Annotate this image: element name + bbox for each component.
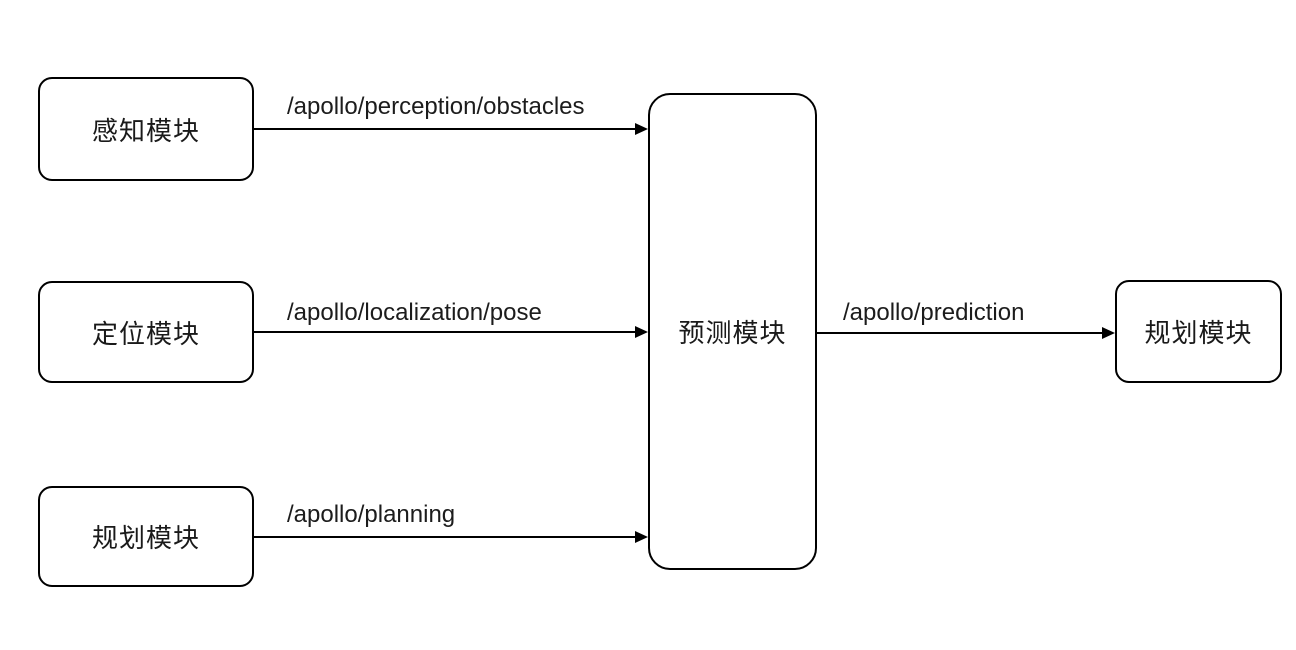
node-perception-label: 感知模块 [91,115,200,146]
edge-prediction-topic-label: /apollo/prediction [843,299,1025,326]
node-prediction-module: 预测模块 [648,93,817,570]
node-perception-module: 感知模块 [38,77,254,181]
edge-perception-to-prediction-line [254,128,637,130]
node-planning-source-module: 规划模块 [38,486,254,587]
node-planning-target-module: 规划模块 [1115,280,1282,383]
edge-localization-to-prediction-line [254,331,637,333]
edge-planning-topic-label: /apollo/planning [287,501,456,528]
edge-planning-to-prediction-line [254,536,637,538]
node-localization-label: 定位模块 [91,318,200,349]
node-planning-source-label: 规划模块 [91,523,200,553]
edge-prediction-to-planning-line [817,332,1104,334]
edge-localization-topic-label: /apollo/localization/pose [287,299,542,326]
node-planning-target-label: 规划模块 [1144,318,1253,348]
arrowhead-icon [635,326,648,338]
arrowhead-icon [635,531,648,543]
node-prediction-label: 预测模块 [678,318,787,348]
arrowhead-icon [635,123,648,135]
arrowhead-icon [1102,327,1115,339]
node-localization-module: 定位模块 [38,281,254,383]
edge-perception-topic-label: /apollo/perception/obstacles [287,93,585,120]
